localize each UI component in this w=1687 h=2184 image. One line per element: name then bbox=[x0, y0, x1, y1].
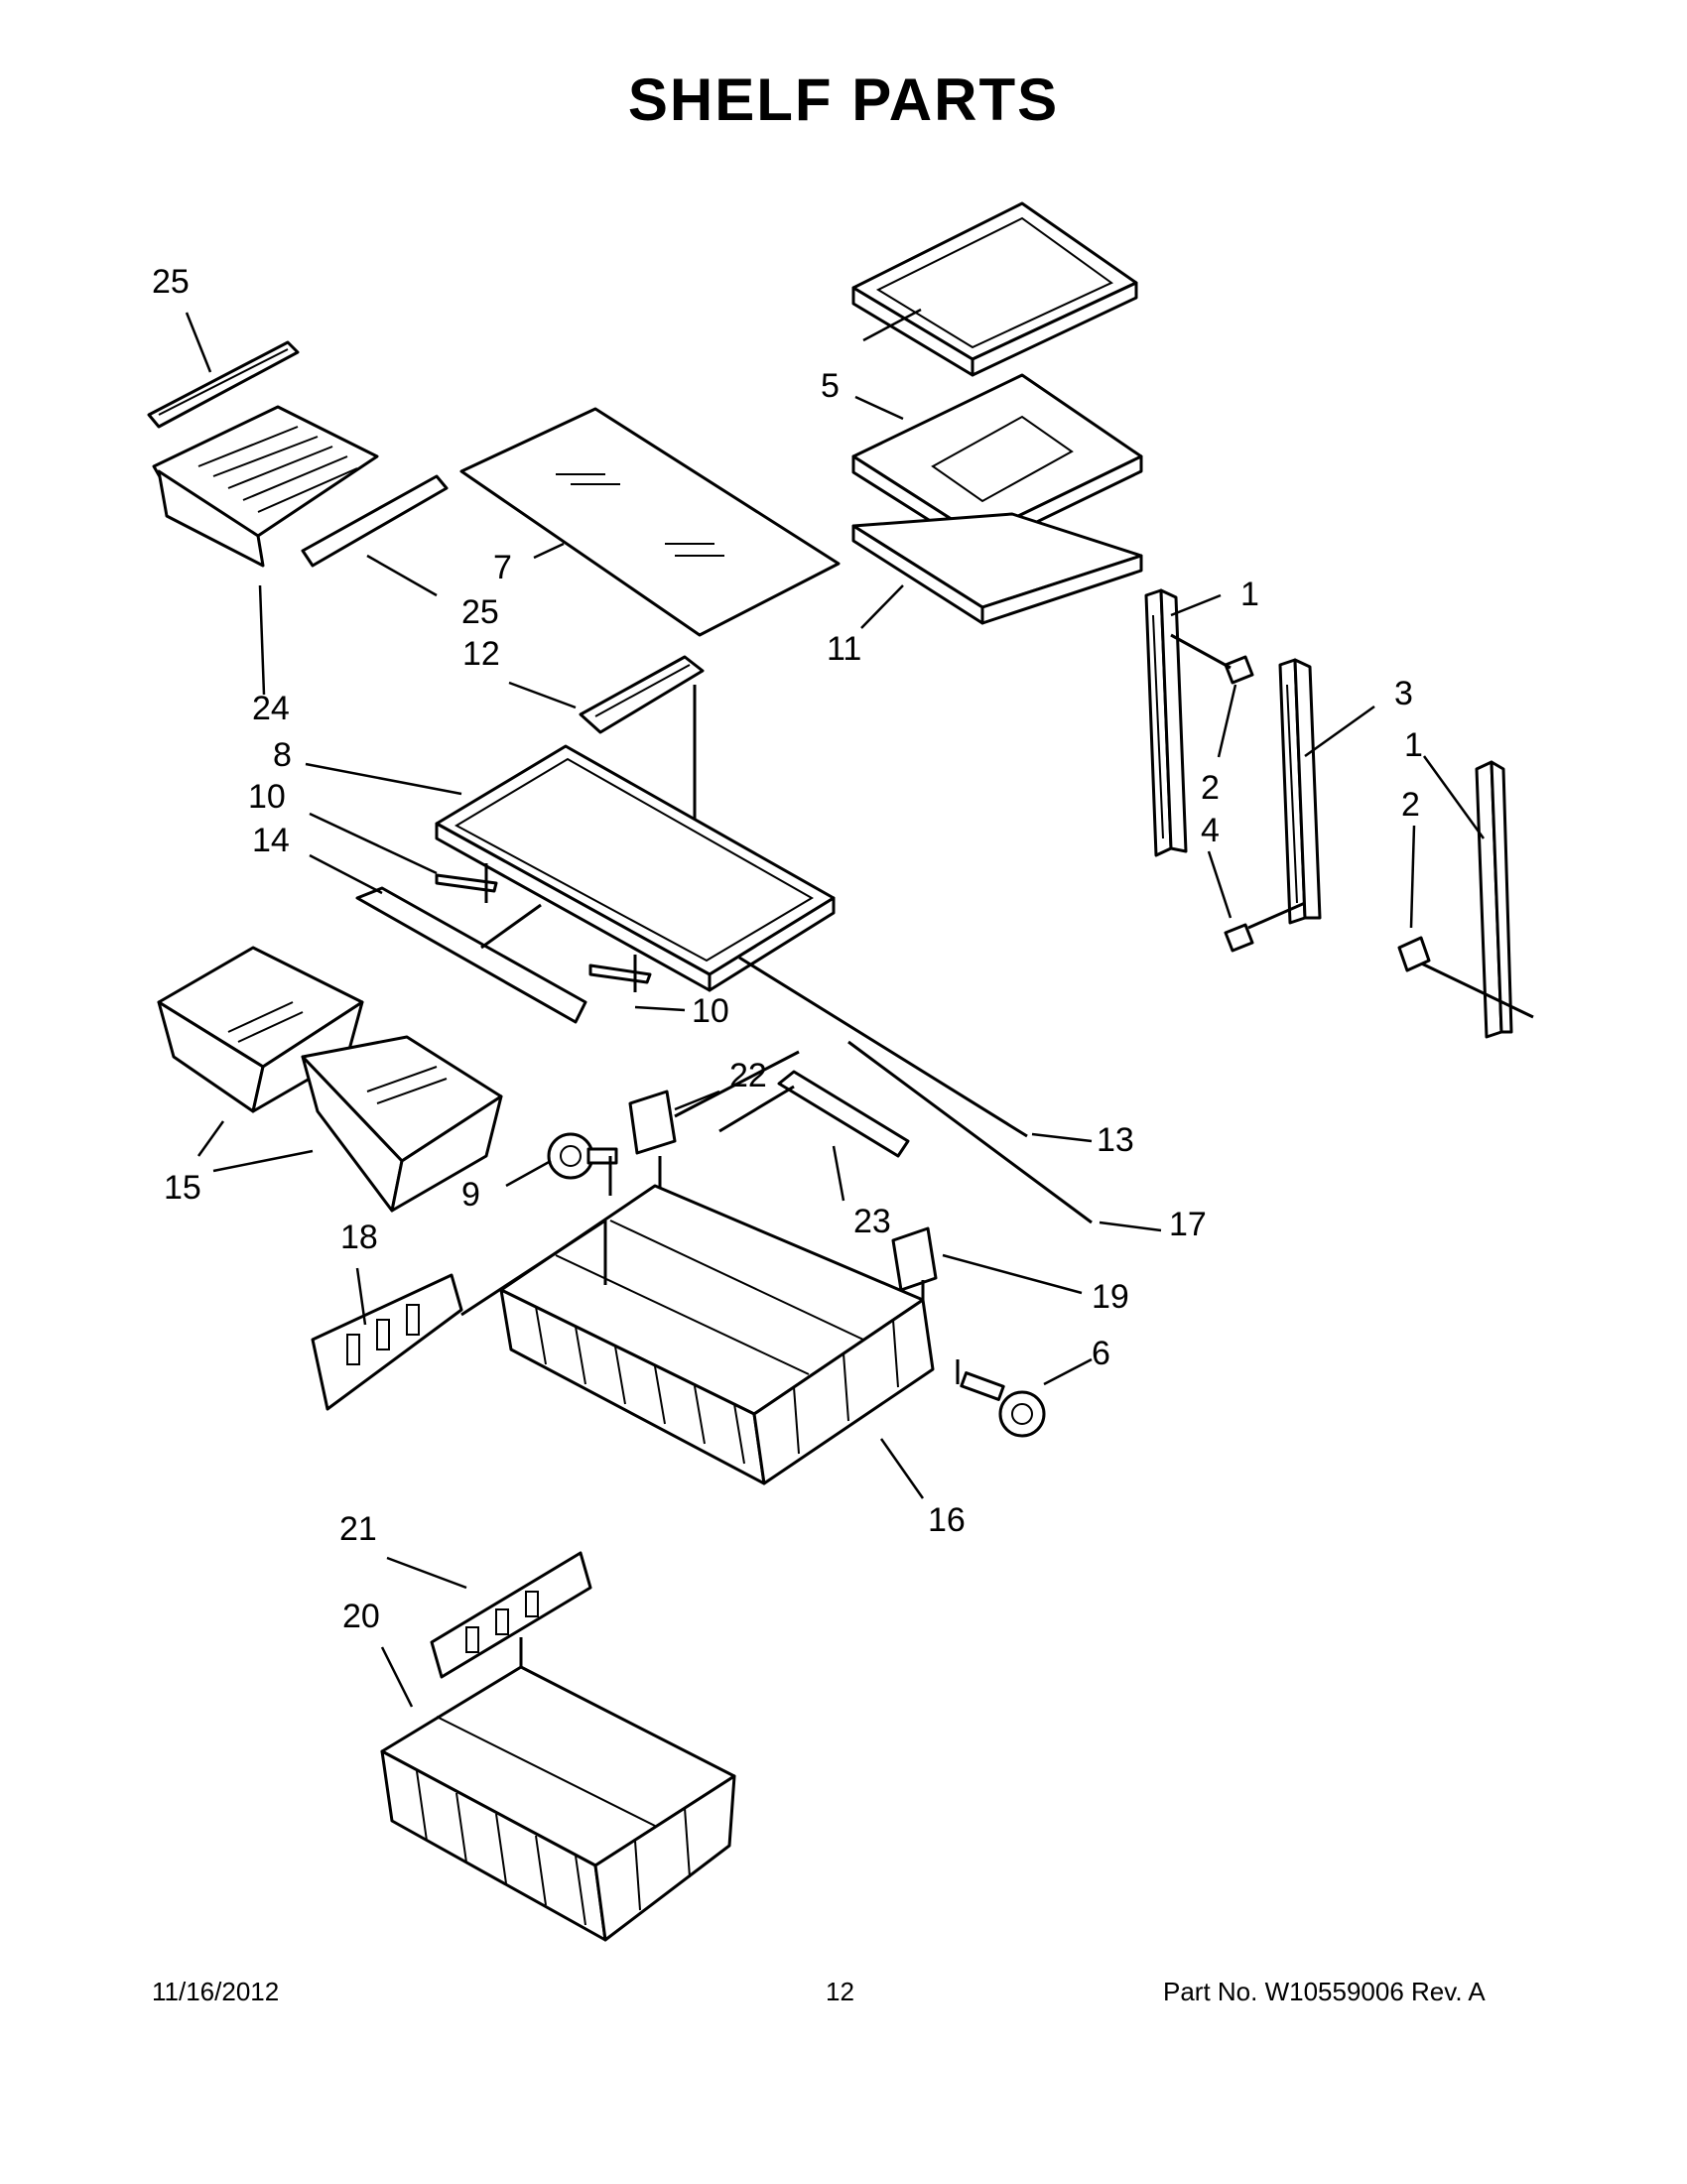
callout-2-lower: 2 bbox=[1401, 786, 1420, 824]
part-5-shelf-upper-drawing bbox=[851, 201, 1138, 377]
footer-page-number: 12 bbox=[826, 1977, 854, 2006]
callout-3: 3 bbox=[1394, 675, 1413, 712]
callout-16: 16 bbox=[928, 1501, 966, 1539]
part-1-rail-left-drawing bbox=[1144, 588, 1188, 857]
callout-21: 21 bbox=[339, 1510, 377, 1548]
part-24-drawer-drawing bbox=[152, 405, 379, 568]
callout-labels: 25 7 25 12 24 8 10 14 10 5 11 1 2 4 3 1 … bbox=[152, 263, 1423, 1635]
callout-23: 23 bbox=[853, 1203, 891, 1240]
callout-18: 18 bbox=[340, 1219, 378, 1256]
callout-25-side: 25 bbox=[461, 593, 499, 631]
callout-11: 11 bbox=[827, 630, 861, 668]
callout-7: 7 bbox=[493, 549, 512, 586]
callout-5: 5 bbox=[821, 367, 840, 405]
footer-date: 11/16/2012 bbox=[152, 1977, 280, 2006]
part-6-gear-drawing bbox=[956, 1359, 1046, 1438]
part-22-bracket-drawing bbox=[608, 1050, 800, 1196]
part-17-wire-drawing bbox=[847, 1040, 1093, 1224]
part-25-side-rail-drawing bbox=[301, 474, 449, 568]
callout-24: 24 bbox=[252, 690, 290, 727]
callout-6: 6 bbox=[1092, 1335, 1110, 1372]
callout-1-upper: 1 bbox=[1240, 576, 1259, 613]
part-9-gear-drawing bbox=[547, 1132, 618, 1180]
footer-part-number: Part No. W10559006 Rev. A bbox=[1163, 1977, 1486, 2006]
part-10-clip-drawing bbox=[435, 863, 652, 992]
part-15-bin-right-drawing bbox=[301, 1035, 503, 1213]
callout-9: 9 bbox=[461, 1176, 480, 1214]
callout-25-top: 25 bbox=[152, 263, 190, 301]
callout-15: 15 bbox=[164, 1169, 201, 1207]
part-12-bracket-drawing bbox=[579, 655, 705, 829]
callout-1-lower: 1 bbox=[1404, 726, 1423, 764]
part-20-wire-basket-drawing bbox=[380, 1665, 736, 1942]
callout-14: 14 bbox=[252, 822, 290, 859]
callout-19: 19 bbox=[1092, 1278, 1129, 1316]
callout-22: 22 bbox=[729, 1057, 767, 1094]
part-23-slide-drawing bbox=[718, 1070, 910, 1158]
part-11-shelf-lower-drawing bbox=[851, 512, 1143, 625]
callout-4: 4 bbox=[1201, 812, 1220, 849]
callout-8: 8 bbox=[273, 736, 292, 774]
part-15-bin-left-drawing bbox=[157, 946, 364, 1113]
exploded-parts-diagram: 25 7 25 12 24 8 10 14 10 5 11 1 2 4 3 1 … bbox=[147, 201, 1534, 1942]
part-16-wire-basket-drawing bbox=[460, 1184, 935, 1485]
part-3-rail-middle-drawing bbox=[1278, 658, 1322, 925]
part-25-top-rail-drawing bbox=[147, 340, 300, 429]
callout-12: 12 bbox=[462, 635, 500, 673]
part-8-shelf-frame-drawing bbox=[435, 744, 836, 992]
part-7-glass-shelf-drawing bbox=[459, 407, 841, 637]
callout-17: 17 bbox=[1169, 1206, 1207, 1243]
part-13-rod-drawing bbox=[738, 956, 1028, 1138]
part-4-screw-drawing bbox=[1224, 901, 1306, 953]
callout-10-upper: 10 bbox=[248, 778, 286, 816]
leader-lines bbox=[185, 308, 1486, 1708]
part-14-trim-drawing bbox=[355, 886, 587, 1024]
callout-20: 20 bbox=[342, 1598, 380, 1635]
part-2-screw-upper-drawing bbox=[1170, 633, 1254, 685]
part-2-screw-lower-drawing bbox=[1397, 936, 1431, 972]
callout-13: 13 bbox=[1097, 1121, 1134, 1159]
part-1-rail-right-drawing bbox=[1408, 760, 1534, 1039]
callout-2-upper: 2 bbox=[1201, 769, 1220, 807]
callout-10-lower: 10 bbox=[692, 992, 729, 1030]
part-18-divider-drawing bbox=[311, 1273, 463, 1411]
page-title: SHELF PARTS bbox=[627, 66, 1060, 133]
